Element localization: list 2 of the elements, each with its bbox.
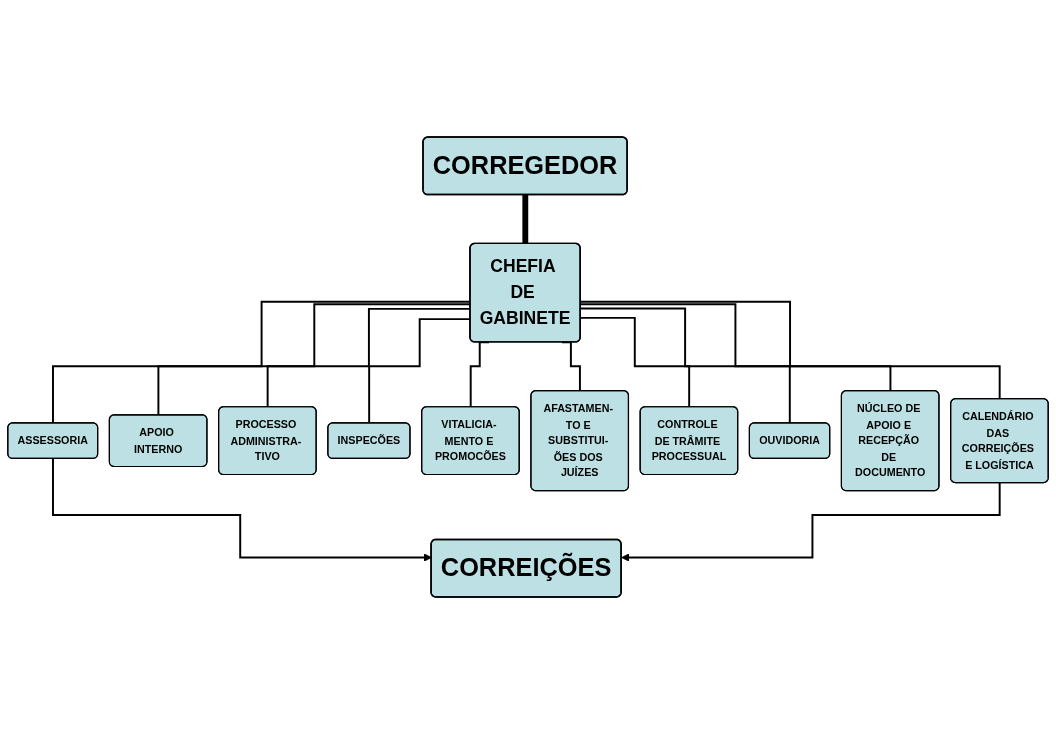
arrow [52, 457, 432, 562]
arrow [621, 482, 1001, 562]
